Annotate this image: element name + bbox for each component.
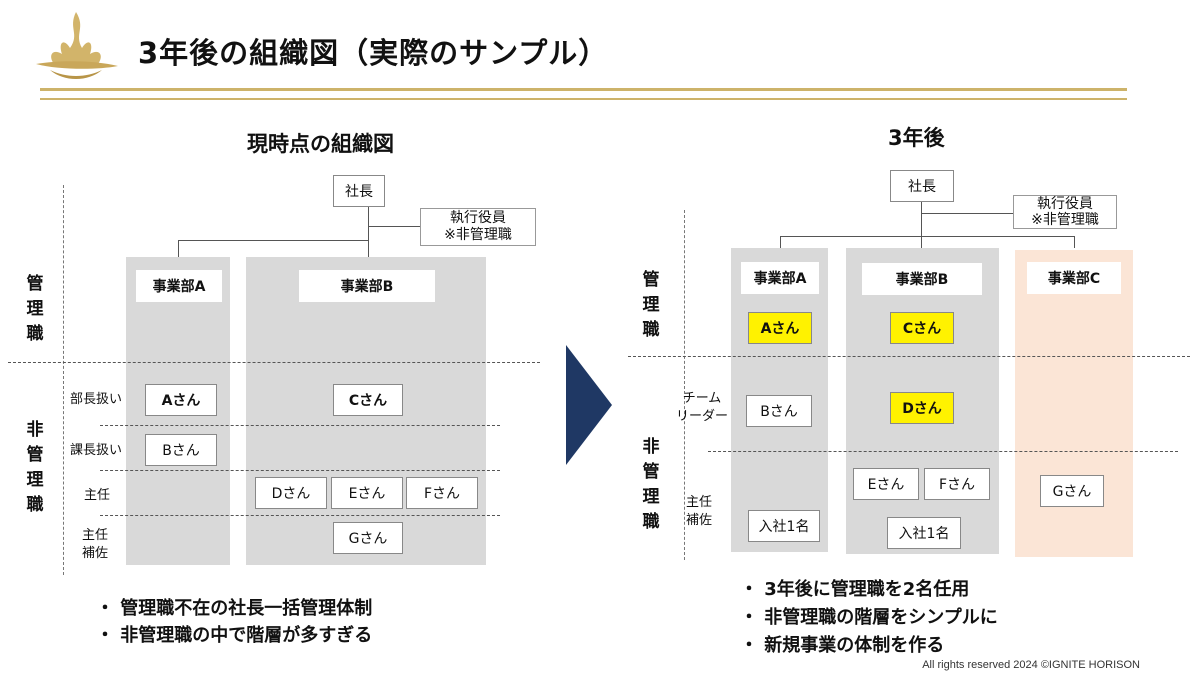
right-exec-line: [921, 213, 1013, 214]
left-dept-a-header: 事業部A: [136, 270, 222, 302]
right-bullet-2: ・ 非管理職の階層をシンプルに: [740, 607, 998, 628]
right-dept-c-header: 事業部C: [1027, 262, 1121, 294]
page-title: 3年後の組織図（実際のサンプル）: [138, 36, 609, 70]
left-row-label-shunin: 主任: [84, 488, 111, 503]
left-member-e: Eさん: [331, 477, 403, 509]
right-heading: 3年後: [888, 126, 945, 150]
right-member-f: Fさん: [924, 468, 990, 500]
right-executive-box: 執行役員 ※非管理職: [1013, 195, 1117, 229]
left-member-c: Cさん: [333, 384, 403, 416]
right-member-g: Gさん: [1040, 475, 1104, 507]
right-branch-c-line: [1074, 236, 1075, 248]
right-member-d: Dさん: [890, 392, 954, 424]
right-mgmt-divider: [628, 356, 1190, 357]
right-dept-c-column: [1015, 250, 1133, 557]
left-row-divider-2: [100, 470, 500, 471]
right-row-label-leader: チームリーダー: [676, 391, 729, 424]
right-label-divider: [684, 210, 685, 560]
right-dept-b-header: 事業部B: [862, 263, 982, 295]
left-member-g: Gさん: [333, 522, 403, 554]
left-member-f: Fさん: [406, 477, 478, 509]
left-dept-b-header: 事業部B: [299, 270, 435, 302]
right-member-c: Cさん: [890, 312, 954, 344]
right-bullet-1: ・ 3年後に管理職を2名任用: [740, 579, 970, 600]
left-heading: 現時点の組織図: [247, 132, 394, 156]
left-row-label-hosa: 主任補佐: [82, 528, 109, 561]
right-member-new-b: 入社1名: [887, 517, 961, 549]
copyright: All rights reserved 2024 ©IGNITE HORISON: [922, 659, 1140, 671]
left-row-divider-1: [100, 425, 500, 426]
left-exec-line: [368, 226, 420, 227]
flame-logo-icon: [28, 8, 124, 88]
left-row-divider-3: [100, 515, 500, 516]
right-member-a: Aさん: [748, 312, 812, 344]
left-president-line: [368, 207, 369, 257]
left-mgmt-label: 管理職: [26, 274, 44, 344]
right-mgmt-label: 管理職: [642, 270, 660, 340]
left-bullet-2: ・ 非管理職の中で階層が多すぎる: [96, 625, 373, 646]
right-nonmgmt-label: 非管理職: [642, 437, 660, 532]
left-executive-box: 執行役員 ※非管理職: [420, 208, 536, 246]
chevron-arrow-icon: [566, 345, 612, 465]
left-row-label-bucho: 部長扱い: [70, 392, 123, 407]
left-row-label-kacho: 課長扱い: [70, 443, 123, 458]
left-member-a: Aさん: [145, 384, 217, 416]
left-member-d: Dさん: [255, 477, 327, 509]
title-divider-thin: [40, 98, 1127, 100]
right-branch-line: [780, 236, 1075, 237]
right-president-box: 社長: [890, 170, 954, 202]
left-mgmt-divider: [8, 362, 540, 363]
right-branch-a-line: [780, 236, 781, 248]
right-row-label-hosa: 主任補佐: [686, 495, 713, 528]
right-member-new-a: 入社1名: [748, 510, 820, 542]
left-nonmgmt-label: 非管理職: [26, 420, 44, 515]
right-member-e: Eさん: [853, 468, 919, 500]
right-member-b: Bさん: [746, 395, 812, 427]
left-member-b: Bさん: [145, 434, 217, 466]
left-label-divider: [63, 185, 64, 575]
title-divider: [40, 88, 1127, 91]
left-branch-line: [178, 240, 369, 241]
right-president-line: [921, 202, 922, 248]
right-row-divider: [708, 451, 1178, 452]
left-branch-a-line: [178, 240, 179, 257]
right-dept-a-header: 事業部A: [741, 262, 819, 294]
left-bullet-1: ・ 管理職不在の社長一括管理体制: [96, 598, 373, 619]
left-president-box: 社長: [333, 175, 385, 207]
right-bullet-3: ・ 新規事業の体制を作る: [740, 635, 945, 656]
